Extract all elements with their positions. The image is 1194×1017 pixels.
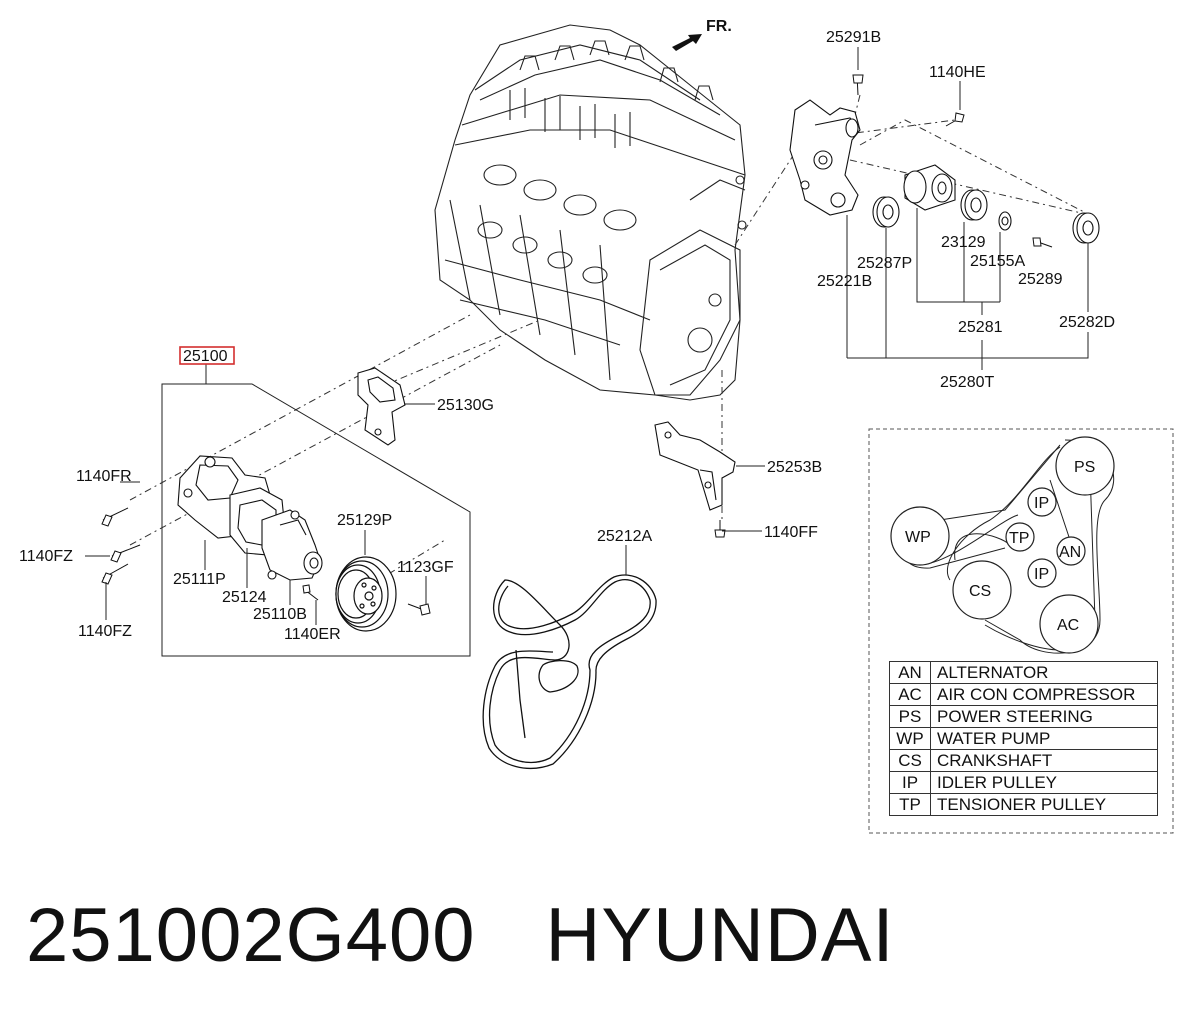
part-label-1140FZ-lower[interactable]: 1140FZ: [78, 623, 132, 640]
washer-25155A: [998, 211, 1012, 231]
part-label-25281[interactable]: 25281: [958, 319, 1003, 336]
drive-belt-25212A: [482, 574, 657, 769]
pulley-tp-label: TP: [1009, 530, 1029, 547]
bolts: [101, 74, 1053, 616]
parts-diagram: FR. 25100: [19, 18, 1174, 834]
legend-desc: POWER STEERING: [930, 705, 1158, 728]
part-number: 251002G400: [26, 893, 476, 978]
tensioner-pulley-25281: [903, 164, 956, 211]
part-label-25110B[interactable]: 25110B: [253, 606, 307, 623]
belt-routing-inset-frame: [868, 428, 1174, 834]
pulley-ac-circle: [1039, 594, 1099, 654]
legend-code: TP: [889, 793, 931, 816]
legend-desc: IDLER PULLEY: [930, 771, 1158, 794]
pulley-an-circle: [1056, 536, 1086, 566]
brand-name: HYUNDAI: [545, 893, 895, 978]
front-direction-arrow: [672, 34, 702, 51]
part-label-25155A[interactable]: 25155A: [970, 253, 1025, 270]
gasket-25130G: [357, 367, 406, 446]
leader-lines: [85, 47, 961, 625]
belt-routing-schematic: PS IP WP TP AN IP CS AC: [890, 436, 1115, 654]
water-pump-body-25110B: [261, 509, 323, 581]
part-label-25289[interactable]: 25289: [1018, 271, 1063, 288]
pulley-ip-upper-label: IP: [1034, 495, 1049, 512]
water-pump-group-outline: [161, 363, 471, 657]
pulley-tp-circle: [1005, 522, 1035, 552]
tensioner-group-lines: [846, 208, 1089, 370]
pulley-23129: [960, 189, 988, 221]
legend-code: AC: [889, 683, 931, 706]
part-25100-highlight[interactable]: [179, 346, 235, 365]
tensioner-bracket-25221B: [789, 99, 861, 216]
legend-desc: AIR CON COMPRESSOR: [930, 683, 1158, 706]
legend-code: IP: [889, 771, 931, 794]
part-label-25280T[interactable]: 25280T: [940, 374, 994, 391]
part-labels: 25130G 1140FR 1140FZ 1140FZ 25111P 25124…: [19, 29, 1115, 643]
pulley-ip-lower-label: IP: [1034, 566, 1049, 583]
part-label-25124[interactable]: 25124: [222, 589, 267, 606]
pulley-cs-label: CS: [969, 583, 991, 600]
pulley-wp-label: WP: [905, 529, 931, 546]
part-label-25221B[interactable]: 25221B: [817, 273, 872, 290]
part-label-23129[interactable]: 23129: [941, 234, 986, 251]
legend-desc: CRANKSHAFT: [930, 749, 1158, 772]
idler-pulley-25282D: [1072, 212, 1100, 244]
part-label-25291B[interactable]: 25291B: [826, 29, 881, 46]
pulley-ip-upper-circle: [1027, 487, 1057, 517]
pulley-ac-label: AC: [1057, 617, 1079, 634]
pulley-ip-lower-circle: [1027, 558, 1057, 588]
part-label-1140FZ-upper[interactable]: 1140FZ: [19, 548, 73, 565]
part-label-25287P[interactable]: 25287P: [857, 255, 912, 272]
part-label-1140HE[interactable]: 1140HE: [929, 64, 986, 81]
part-label-1140FR[interactable]: 1140FR: [76, 468, 132, 485]
part-label-25129P[interactable]: 25129P: [337, 512, 392, 529]
part-label-1123GF[interactable]: 1123GF: [397, 559, 454, 576]
part-label-25111P[interactable]: 25111P: [173, 571, 226, 588]
part-label-1140FF[interactable]: 1140FF: [764, 524, 818, 541]
bracket-25253B: [654, 421, 736, 511]
pulley-cs-circle: [952, 560, 1012, 620]
pulley-wp-circle: [890, 506, 950, 566]
legend-code: CS: [889, 749, 931, 772]
part-label-25100[interactable]: 25100: [183, 348, 228, 365]
legend-code: PS: [889, 705, 931, 728]
front-direction-label: FR.: [706, 18, 732, 35]
legend-code: WP: [889, 727, 931, 750]
part-label-25212A[interactable]: 25212A: [597, 528, 652, 545]
part-label-1140ER[interactable]: 1140ER: [284, 626, 341, 643]
legend-desc: WATER PUMP: [930, 727, 1158, 750]
pulley-ps-circle: [1055, 436, 1115, 496]
legend-desc: ALTERNATOR: [930, 661, 1158, 684]
engine-block: [434, 24, 747, 401]
water-pump-pulley-25129P: [335, 556, 397, 632]
idler-pulley-25287P: [872, 196, 900, 228]
pulley-ps-label: PS: [1074, 459, 1095, 476]
pulley-an-label: AN: [1059, 544, 1081, 561]
legend-desc: TENSIONER PULLEY: [930, 793, 1158, 816]
part-label-25253B[interactable]: 25253B: [767, 459, 822, 476]
part-label-25130G[interactable]: 25130G: [437, 397, 494, 414]
legend-code: AN: [889, 661, 931, 684]
part-label-25282D[interactable]: 25282D: [1059, 314, 1115, 331]
product-caption: 251002G400 HYUNDAI: [26, 892, 895, 979]
